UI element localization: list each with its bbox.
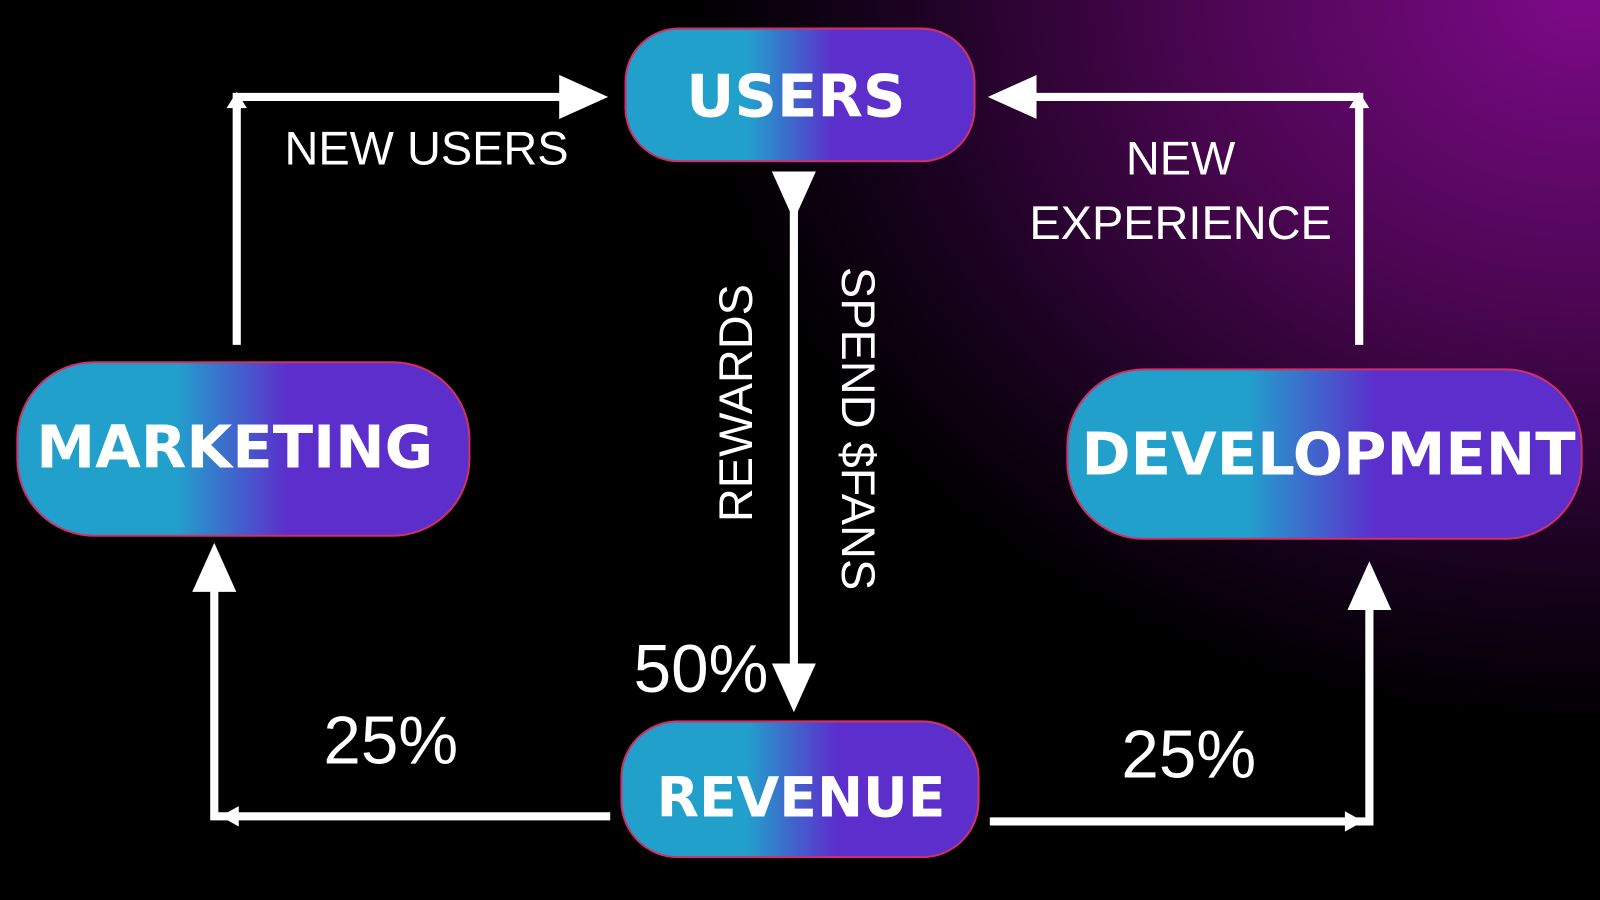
label-25-percent-marketing: 25% <box>323 703 458 778</box>
node-revenue: REVENUE <box>620 720 980 859</box>
arrow-revenue-to-development <box>989 561 1392 826</box>
label-rewards: REWARDS <box>710 284 762 522</box>
arrow-corner-left-icon <box>220 806 239 827</box>
node-marketing-label: MARKETING <box>36 412 433 481</box>
label-spend-fans: SPEND $FANS <box>832 267 884 590</box>
node-marketing: MARKETING <box>16 361 471 537</box>
arrow-corner-right-icon <box>1344 811 1364 832</box>
label-50-percent: 50% <box>634 632 769 707</box>
node-development-label: DEVELOPMENT <box>1081 419 1576 488</box>
node-revenue-label: REVENUE <box>657 765 946 829</box>
arrow-corner-up-icon <box>1348 91 1370 109</box>
node-users: USERS <box>624 27 976 163</box>
label-new-users: NEW USERS <box>284 122 568 174</box>
label-new: NEW <box>1126 132 1236 184</box>
node-development: DEVELOPMENT <box>1066 368 1583 540</box>
label-experience: EXPERIENCE <box>1029 197 1331 249</box>
arrow-corner-up-icon <box>226 91 247 109</box>
arrow-revenue-to-marketing <box>192 542 611 821</box>
node-users-label: USERS <box>686 61 905 130</box>
label-25-percent-development: 25% <box>1121 718 1256 793</box>
